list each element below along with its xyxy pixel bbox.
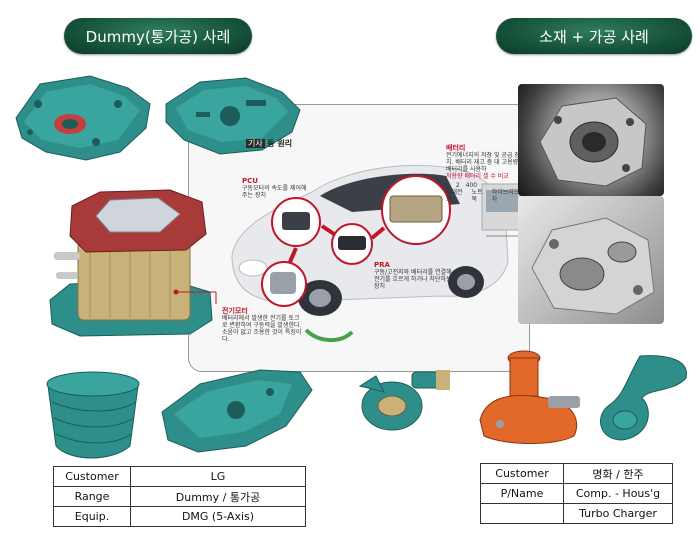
table-row: Turbo Charger bbox=[480, 503, 673, 524]
pcu-callout bbox=[271, 197, 321, 247]
battery-title: 배터리 bbox=[446, 144, 466, 152]
battery-callout bbox=[381, 175, 451, 245]
diagram-title-fragment: 기사 bbox=[246, 139, 265, 148]
turbo-housing-teal-2 bbox=[599, 355, 687, 441]
pcu-label: PCU 구동모터의 속도를 제어해 주는 장치 bbox=[242, 177, 312, 200]
battery-count-phone: 1 bbox=[446, 182, 450, 189]
teal-sleeve-part bbox=[46, 371, 140, 459]
equipment-value: DMG (5-Axis) bbox=[130, 506, 306, 527]
teal-housing-part-1 bbox=[15, 75, 151, 161]
range-value: Dummy / 통가공 bbox=[130, 486, 306, 507]
table-row: Customer 명화 / 한주 bbox=[480, 463, 673, 484]
material-machining-header: 소재 + 가공 사례 bbox=[496, 18, 692, 54]
flow-arrows bbox=[288, 224, 386, 263]
battery-sub: 저용량 배터리 셀 수 비교 bbox=[446, 173, 509, 180]
material-info-table: Customer 명화 / 한주 P/Name Comp. - Hous'g T… bbox=[480, 463, 673, 524]
pra-title: PRA bbox=[374, 261, 390, 269]
motor-title: 전기모터 bbox=[222, 307, 248, 315]
turbo-housing-orange bbox=[479, 350, 580, 444]
teal-housing-part-2 bbox=[165, 77, 301, 155]
teal-cover-plate bbox=[161, 369, 313, 453]
background-office bbox=[481, 183, 523, 237]
equipment-label: Equip. bbox=[53, 506, 131, 527]
battery-text: 전기에너지의 저장 및 공급 장치. 배터리 재고 충 대 고용량의 배터리를 … bbox=[446, 152, 524, 173]
battery-caption-phone: 휴대전화 bbox=[446, 189, 463, 203]
battery-count-hybrid: 400 bbox=[465, 182, 478, 189]
customer-label: Customer bbox=[480, 463, 564, 484]
customer-label: Customer bbox=[53, 466, 131, 487]
motor-callout bbox=[261, 261, 307, 307]
turbo-housing-teal bbox=[358, 370, 450, 431]
table-row: Range Dummy / 통가공 bbox=[53, 486, 306, 507]
machined-photo-1 bbox=[518, 84, 664, 196]
battery-caption-hybrid: 하이브리드차 bbox=[491, 189, 520, 203]
diagram-title-tail: 동 원리 bbox=[267, 139, 293, 148]
pra-text: 구동/고전지와 배터리를 연결해 전기를 흐르게 하거나 차단하는 장치 bbox=[374, 269, 452, 290]
customer-value: LG bbox=[130, 466, 306, 487]
pcu-title: PCU bbox=[242, 177, 258, 185]
pcu-text: 구동모터의 속도를 제어해 주는 장치 bbox=[242, 185, 307, 199]
motor-assembly bbox=[49, 189, 217, 337]
part-name-label: P/Name bbox=[480, 483, 564, 504]
dummy-info-table: Customer LG Range Dummy / 통가공 Equip. DMG… bbox=[53, 466, 306, 527]
battery-caption-laptop: 노트북 bbox=[471, 189, 483, 203]
customer-value: 명화 / 한주 bbox=[563, 463, 673, 484]
material-machining-header-label: 소재 + 가공 사례 bbox=[539, 27, 649, 46]
table-row: Equip. DMG (5-Axis) bbox=[53, 506, 306, 527]
motor-text: 배터리에서 발생한 전기를 토크로 변환하여 구동력을 발생한다. 소음이 없고… bbox=[222, 315, 302, 343]
table-row: P/Name Comp. - Hous'g bbox=[480, 483, 673, 504]
dummy-cases-header-label: Dummy(통가공) 사례 bbox=[85, 27, 231, 46]
table-row: Customer LG bbox=[53, 466, 306, 487]
motor-label: 전기모터 배터리에서 발생한 전기를 토크로 변환하여 구동력을 발생한다. 소… bbox=[222, 307, 302, 344]
dummy-cases-header: Dummy(통가공) 사례 bbox=[64, 18, 252, 54]
machined-photo-2 bbox=[518, 196, 664, 324]
battery-label: 배터리 전기에너지의 저장 및 공급 장치. 배터리 재고 충 대 고용량의 배… bbox=[446, 144, 524, 204]
pra-label: PRA 구동/고전지와 배터리를 연결해 전기를 흐르게 하거나 차단하는 장치 bbox=[374, 261, 454, 291]
diagram-title: 기사 동 원리 bbox=[246, 139, 293, 148]
part-name-value: Comp. - Hous'g bbox=[563, 483, 673, 504]
part-name-label-continued bbox=[480, 503, 564, 524]
pra-callout bbox=[331, 223, 373, 265]
range-label: Range bbox=[53, 486, 131, 507]
part-name-value-continued: Turbo Charger bbox=[563, 503, 673, 524]
battery-count-laptop: 2 bbox=[455, 182, 460, 189]
